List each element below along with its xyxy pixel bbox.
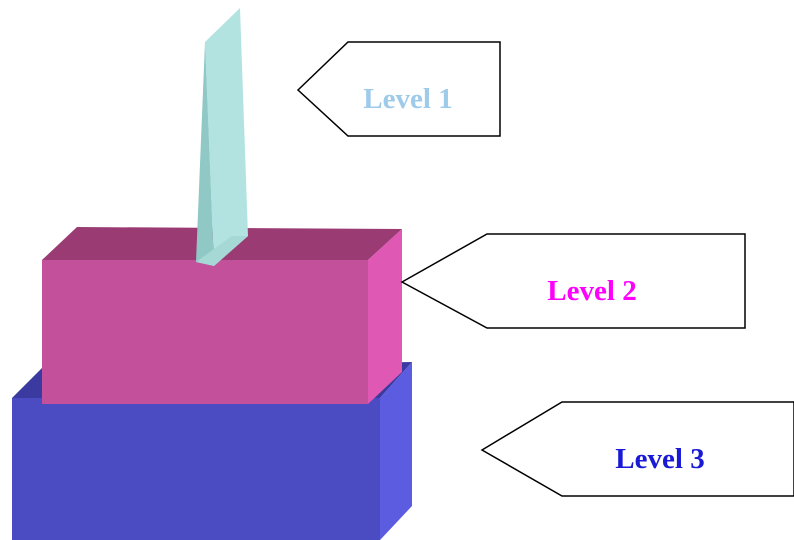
level-2-block-side xyxy=(368,229,402,404)
level-1-callout: Level 1 xyxy=(296,41,501,137)
level-2-callout: Level 2 xyxy=(400,233,746,329)
level-2-callout-shape xyxy=(400,233,746,329)
level-2-block-front xyxy=(42,260,368,404)
level-1-spire-fold xyxy=(196,42,214,266)
level-1-spire-base xyxy=(196,236,248,266)
level-1-spire-front xyxy=(205,8,248,266)
level-1-label: Level 1 xyxy=(363,83,452,115)
level-3-callout: Level 3 xyxy=(480,401,794,497)
level-1-spire xyxy=(196,8,248,266)
level-1-callout-shape xyxy=(296,41,501,137)
level-3-block-front xyxy=(12,398,380,540)
level-3-block-side xyxy=(380,362,412,540)
level-3-label: Level 3 xyxy=(615,443,704,475)
level-2-label: Level 2 xyxy=(547,275,636,307)
level-3-callout-shape xyxy=(480,401,794,497)
